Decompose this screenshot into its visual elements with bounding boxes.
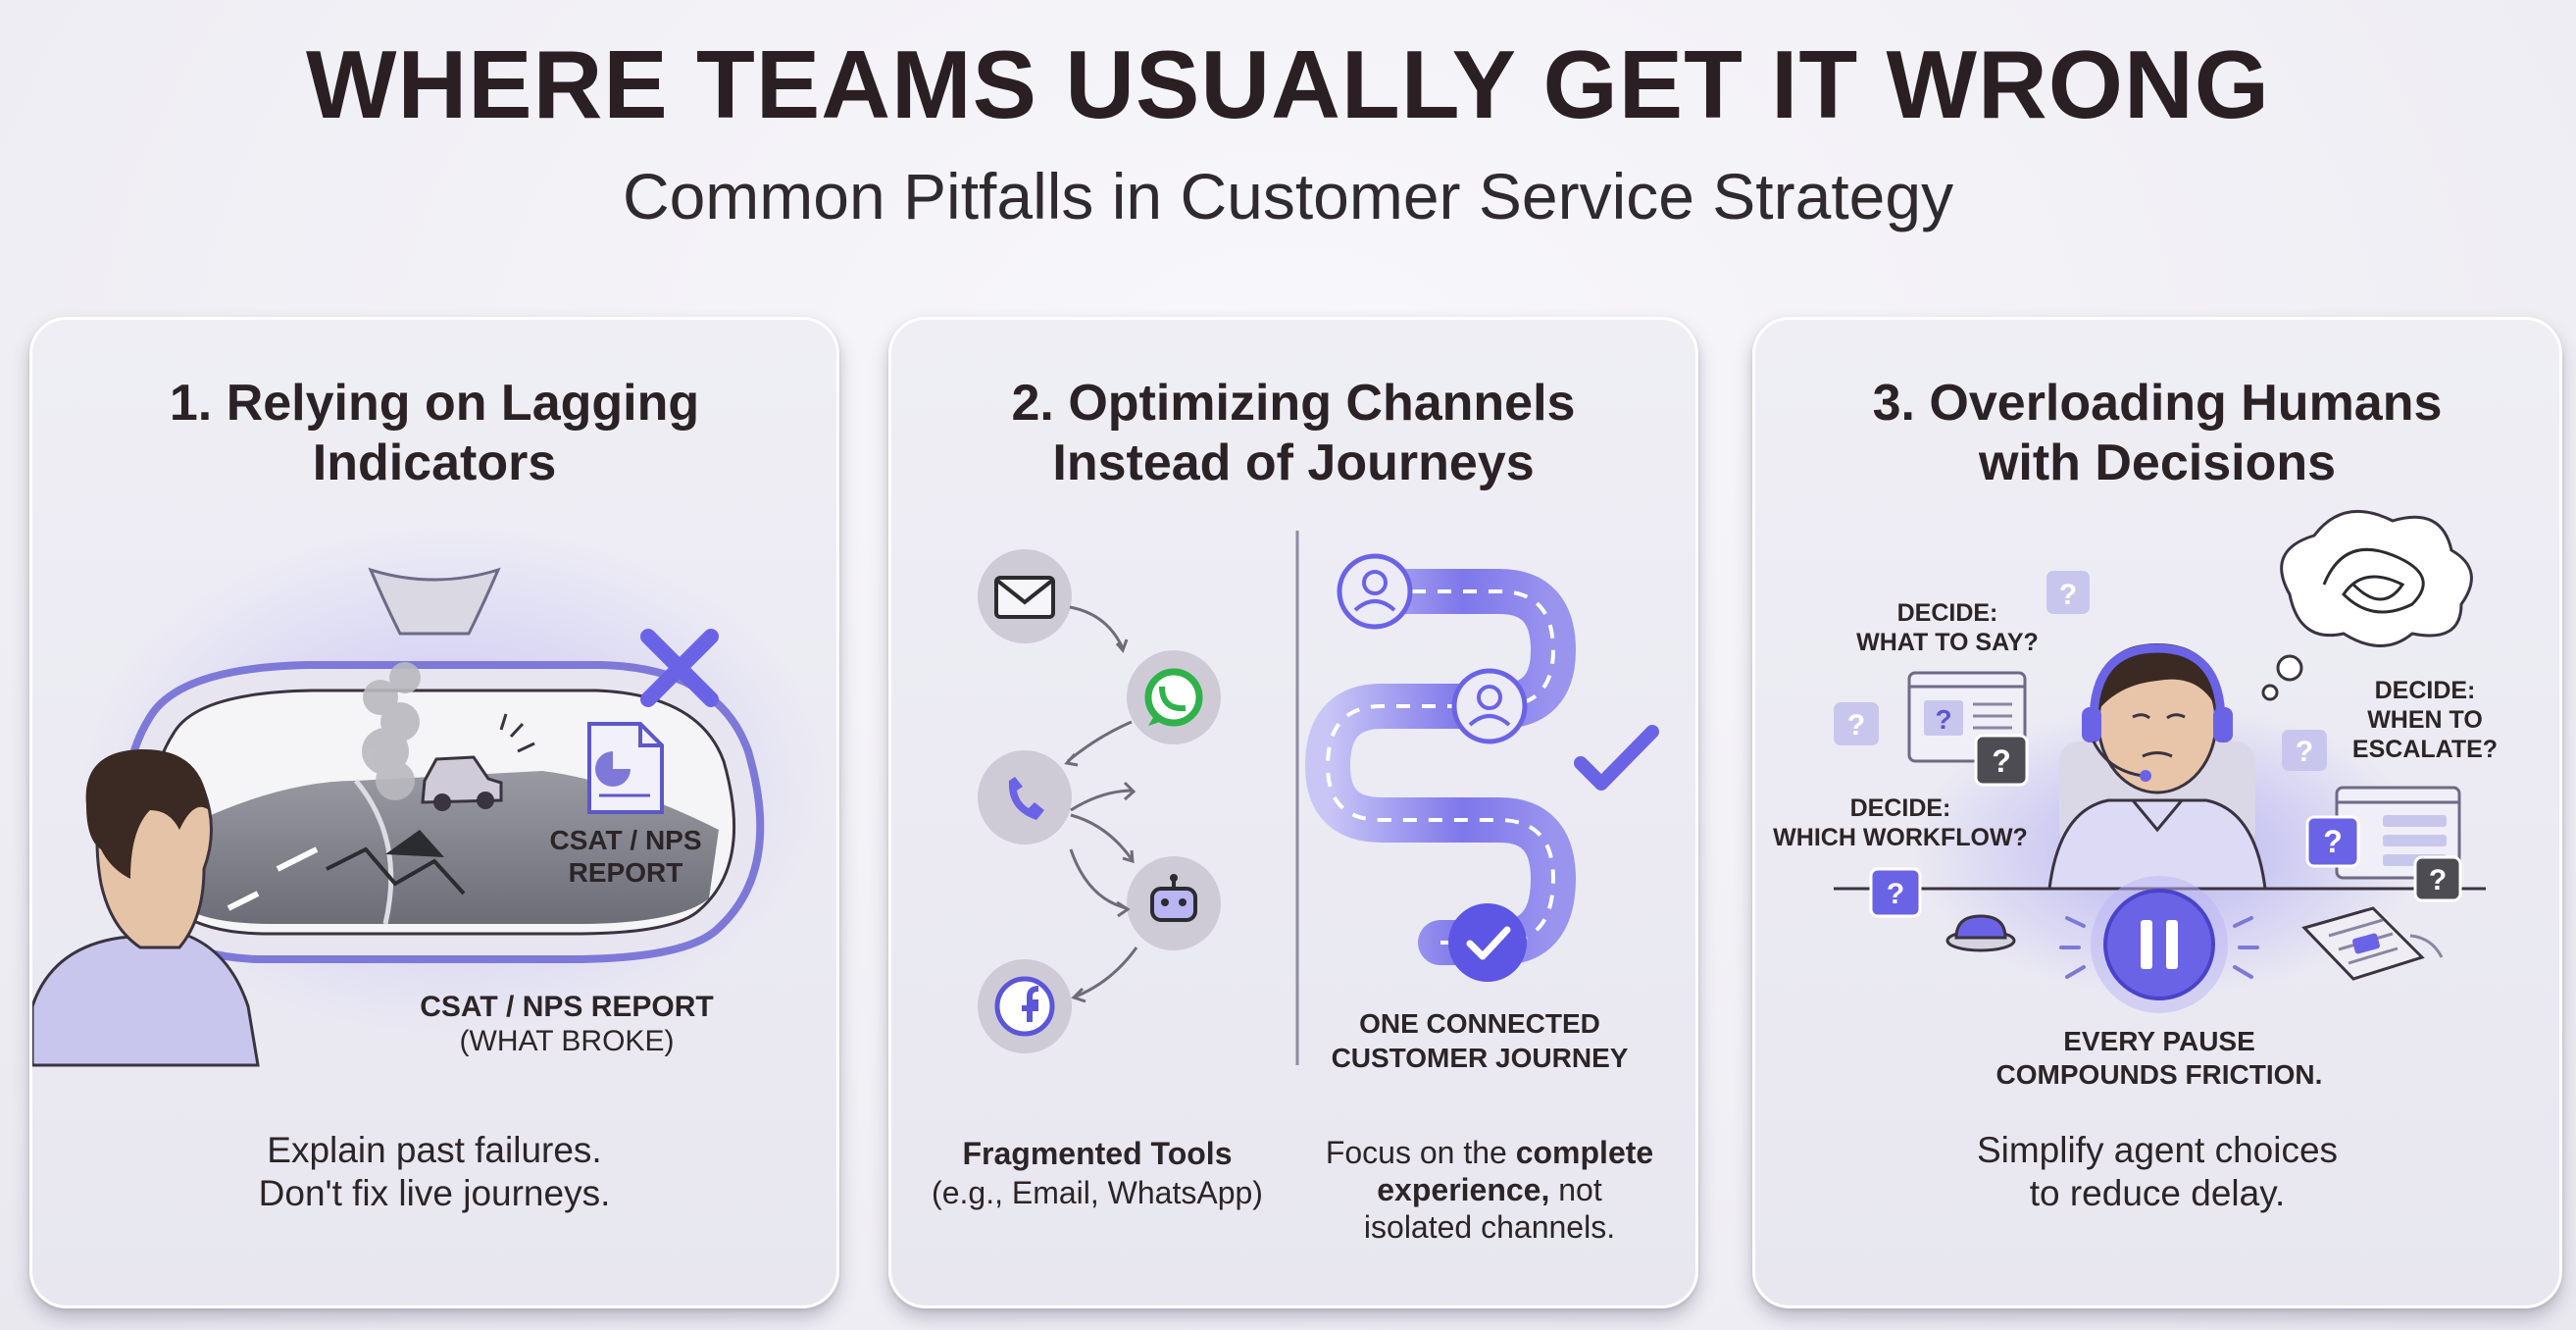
question-icon: ?: [1974, 734, 2029, 787]
call-bell-icon: [1945, 914, 2016, 952]
user-icon: [1451, 668, 1528, 744]
document-chart-icon: [587, 722, 664, 814]
journey-caption-part: Focus on the: [1325, 1135, 1516, 1170]
mirror-report-label-line-2: REPORT: [569, 857, 683, 888]
agent-with-headset-icon: [2047, 643, 2267, 891]
question-mark: ?: [1935, 704, 1951, 735]
card-title-line-1: 2. Optimizing Channels: [1011, 375, 1576, 432]
fragmented-tools-title: Fragmented Tools: [962, 1136, 1233, 1171]
journey-label-line-2: CUSTOMER JOURNEY: [1332, 1043, 1629, 1073]
question-icon: ?: [1869, 867, 1922, 918]
decide-say-line-1: DECIDE:: [1897, 599, 1998, 627]
page-subtitle: Common Pitfalls in Customer Service Stra…: [622, 160, 1954, 232]
checkmark-icon: [1448, 903, 1527, 982]
caption-line-2: Don't fix live journeys.: [258, 1173, 611, 1213]
pitfall-card-overloading-humans: 3. Overloading Humans with Decisions: [1752, 317, 2562, 1308]
x-mark-icon: [640, 629, 719, 707]
channel-arrows: [1064, 605, 1138, 1003]
decision-overload-illustration: ? ? ? ? ? ?: [1773, 509, 2498, 1090]
question-icon: ?: [1834, 702, 1879, 745]
decide-escalate-line-2: WHEN TO: [2367, 706, 2483, 734]
report-sublabel: (WHAT BROKE): [460, 1025, 675, 1057]
channels-vs-journey-illustration: ONE CONNECTED CUSTOMER JOURNEY: [978, 531, 1659, 1073]
fragmented-tools-example: (e.g., Email, WhatsApp): [932, 1175, 1263, 1210]
email-icon: [978, 549, 1072, 643]
page-title: WHERE TEAMS USUALLY GET IT WRONG: [306, 30, 2270, 138]
car-icon: [421, 713, 535, 811]
caption-line-2: to reduce delay.: [2029, 1173, 2286, 1213]
decide-escalate-line-1: DECIDE:: [2375, 677, 2476, 704]
whatsapp-icon: [1127, 650, 1221, 744]
card-title-line-2: Indicators: [312, 435, 557, 491]
card-title-line-1: 1. Relying on Lagging: [169, 375, 700, 432]
report-label: CSAT / NPS REPORT: [420, 991, 713, 1023]
card-caption: Explain past failures. Don't fix live jo…: [32, 1129, 836, 1215]
pitfall-card-channels-vs-journeys: 2. Optimizing Channels Instead of Journe…: [888, 317, 1698, 1308]
checkmark-icon: [1574, 725, 1659, 791]
journey-caption-emphasis: experience,: [1377, 1172, 1550, 1207]
card-title-line-1: 3. Overloading Humans: [1872, 375, 2443, 432]
journey-label-line-1: ONE CONNECTED: [1359, 1008, 1600, 1039]
caption-line-1: Simplify agent choices: [1976, 1130, 2339, 1170]
decide-escalate-line-3: ESCALATE?: [2352, 736, 2498, 763]
question-icon: ?: [2046, 571, 2090, 614]
robot-icon: [1127, 856, 1221, 950]
journey-caption: Focus on the complete experience, not is…: [1284, 1134, 1695, 1246]
caption-line-1: Explain past failures.: [267, 1130, 602, 1170]
fragmented-tools-caption: Fragmented Tools (e.g., Email, WhatsApp): [911, 1134, 1284, 1212]
thought-bubble-icon: [2261, 509, 2473, 701]
smoke-icon: [362, 662, 421, 800]
card-caption: Simplify agent choices to reduce delay.: [1755, 1129, 2559, 1215]
question-icon: ?: [2413, 855, 2462, 902]
question-mark: ?: [2429, 864, 2447, 896]
pause-icon: [2059, 876, 2259, 1013]
question-mark: ?: [1847, 709, 1865, 742]
lagging-indicators-illustration: CSAT / NPS REPORT CSAT / NPS REPORT (WHA…: [32, 526, 827, 1067]
question-icon: ?: [2305, 815, 2360, 868]
decide-say-line-2: WHAT TO SAY?: [1856, 629, 2039, 656]
question-mark: ?: [1887, 878, 1904, 910]
question-icon: ?: [2282, 730, 2327, 771]
pause-label-line-2: COMPOUNDS FRICTION.: [1996, 1059, 2323, 1090]
card-title: 3. Overloading Humans with Decisions: [1755, 374, 2559, 493]
question-mark: ?: [2059, 579, 2077, 611]
rear-view-mirror-icon: [119, 567, 765, 963]
keyboard-icon: [2301, 906, 2444, 981]
question-mark: ?: [1992, 743, 2011, 779]
user-icon: [1337, 553, 1413, 630]
card-title-line-2: with Decisions: [1978, 435, 2337, 491]
journey-path: [1304, 569, 1577, 965]
card-title: 2. Optimizing Channels Instead of Journe…: [891, 374, 1695, 493]
pitfall-card-lagging-indicators: 1. Relying on Lagging Indicators: [29, 317, 839, 1308]
journey-caption-part: not: [1549, 1172, 1602, 1207]
card-title: 1. Relying on Lagging Indicators: [32, 374, 836, 493]
decide-workflow-line-2: WHICH WORKFLOW?: [1773, 824, 2028, 851]
journey-caption-emphasis: complete: [1515, 1135, 1654, 1170]
card-title-line-2: Instead of Journeys: [1052, 435, 1535, 491]
mirror-report-label-line-1: CSAT / NPS: [549, 825, 701, 855]
journey-caption-line-3: isolated channels.: [1363, 1209, 1616, 1245]
question-mark: ?: [2296, 736, 2313, 768]
pause-label-line-1: EVERY PAUSE: [2063, 1026, 2255, 1056]
question-mark: ?: [2323, 824, 2343, 859]
person-head-icon: [32, 748, 260, 1067]
facebook-icon: [978, 959, 1072, 1053]
decide-workflow-line-1: DECIDE:: [1850, 794, 1951, 822]
phone-icon: [978, 750, 1072, 844]
